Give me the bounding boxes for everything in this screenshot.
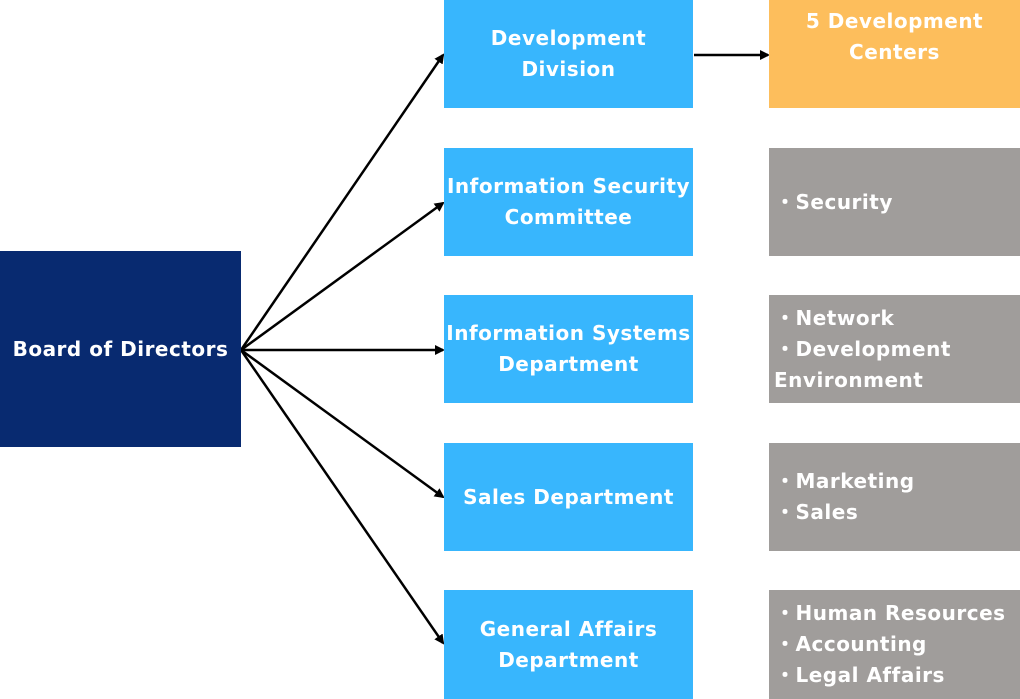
general-affairs-department-box: General Affairs Department (444, 590, 693, 699)
sales-department-label: Sales Department (463, 484, 674, 509)
general-affairs-responsibilities-box: ・Human Resources ・Accounting ・Legal Affa… (769, 590, 1020, 699)
responsibility-item: ・Sales (775, 500, 859, 524)
information-systems-department-label-line-2: Department (498, 352, 639, 376)
arrow-board-to-development-division (239, 53, 445, 351)
general-affairs-department-label-line-1: General Affairs (479, 616, 658, 641)
responsibility-item: ・Network (775, 305, 895, 330)
systems-responsibilities-box: ・Network ・Development Environment (769, 295, 1020, 403)
information-systems-department-label-line-1: Information Systems (446, 321, 691, 345)
general-affairs-department-label-line-2: Department (498, 647, 639, 672)
development-centers-box: 5 Development Centers (769, 0, 1020, 108)
arrow-board-to-sales-department (240, 348, 445, 499)
development-division-label-line-2: Division (521, 57, 616, 81)
responsibility-item: ・Legal Affairs (775, 663, 945, 687)
responsibility-item: ・Development (775, 336, 951, 361)
arrow-board-to-general-affairs-department (239, 349, 445, 645)
arrow-board-to-information-security-committee (240, 201, 445, 352)
information-security-committee-label-line-1: Information Security (446, 174, 691, 198)
board-of-directors-box: Board of Directors (0, 251, 241, 447)
development-centers-label-line-2: Centers (849, 40, 940, 64)
responsibility-item: ・Human Resources (775, 601, 1006, 625)
information-security-committee-label-line-2: Committee (504, 205, 633, 229)
responsibility-item: ・Marketing (775, 469, 915, 493)
development-division-box: Development Division (444, 0, 693, 108)
development-division-label-line-1: Development (490, 26, 647, 50)
information-systems-department-box: Information Systems Department (444, 295, 693, 403)
responsibility-item: ・Security (775, 189, 893, 214)
security-responsibilities-box: ・Security (769, 148, 1020, 256)
responsibility-item: ・Accounting (775, 632, 927, 656)
sales-responsibilities-box: ・Marketing ・Sales (769, 443, 1020, 551)
sales-department-box: Sales Department (444, 443, 693, 551)
development-centers-label-line-1: 5 Development (805, 9, 984, 33)
board-of-directors-label: Board of Directors (12, 336, 229, 361)
responsibility-item: Environment (774, 367, 924, 392)
information-security-committee-box: Information Security Committee (444, 148, 693, 256)
